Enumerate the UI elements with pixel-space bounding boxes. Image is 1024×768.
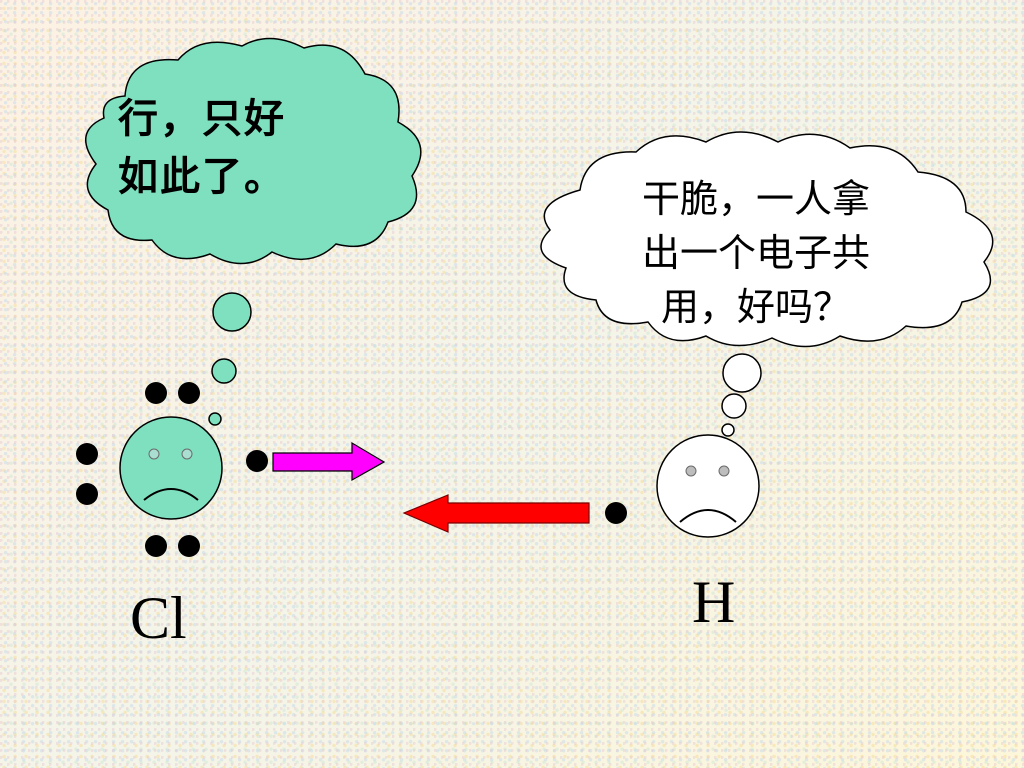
- h-left-eye: [685, 465, 697, 477]
- cl-thought-dot-medium: [211, 358, 237, 384]
- cl-thought-line: 行，只好: [118, 95, 286, 142]
- h-thought-cloud: [540, 131, 994, 348]
- cl-thought-dots: [208, 292, 252, 426]
- cl-right-eye: [181, 448, 193, 460]
- cl-atom-label: Cl: [130, 585, 187, 651]
- h-thought-dot-medium: [721, 393, 747, 419]
- cl-thought-cloud: [84, 37, 422, 265]
- cl-left-eye: [148, 448, 160, 460]
- electron: [246, 450, 268, 472]
- cl-electrons: [76, 382, 268, 557]
- cl-to-h-arrow: [272, 441, 386, 482]
- electron: [76, 443, 98, 465]
- h-frown: [679, 509, 737, 523]
- electron: [145, 535, 167, 557]
- h-thought-text: 干脆，一人拿 出一个电子共 用，好吗？: [598, 172, 914, 334]
- electron: [178, 535, 200, 557]
- h-thought-line: 干脆，一人拿: [641, 177, 870, 221]
- h-thought-line: 用，好吗？: [660, 285, 851, 329]
- electron: [76, 483, 98, 505]
- h-thought-dot-large: [722, 353, 762, 393]
- h-face: [656, 434, 760, 538]
- h-thought-line: 出一个电子共: [641, 231, 870, 275]
- electron: [178, 382, 200, 404]
- h-right-eye: [718, 465, 730, 477]
- cl-thought-dot-large: [212, 292, 252, 332]
- cl-face: [119, 416, 223, 520]
- h-electron: [605, 502, 627, 524]
- cl-atom: [119, 416, 223, 520]
- electron: [145, 382, 167, 404]
- h-atom-label: H: [692, 569, 736, 635]
- cl-frown: [143, 488, 199, 501]
- cl-thought-text: 行，只好 如此了。: [118, 90, 358, 206]
- cl-thought-dot-small: [208, 412, 222, 426]
- cl-thought-line: 如此了。: [118, 153, 286, 200]
- h-to-cl-arrow: [402, 494, 590, 533]
- h-thought-dot-small: [721, 423, 735, 437]
- h-atom: [656, 434, 760, 538]
- h-thought-dots: [721, 353, 762, 437]
